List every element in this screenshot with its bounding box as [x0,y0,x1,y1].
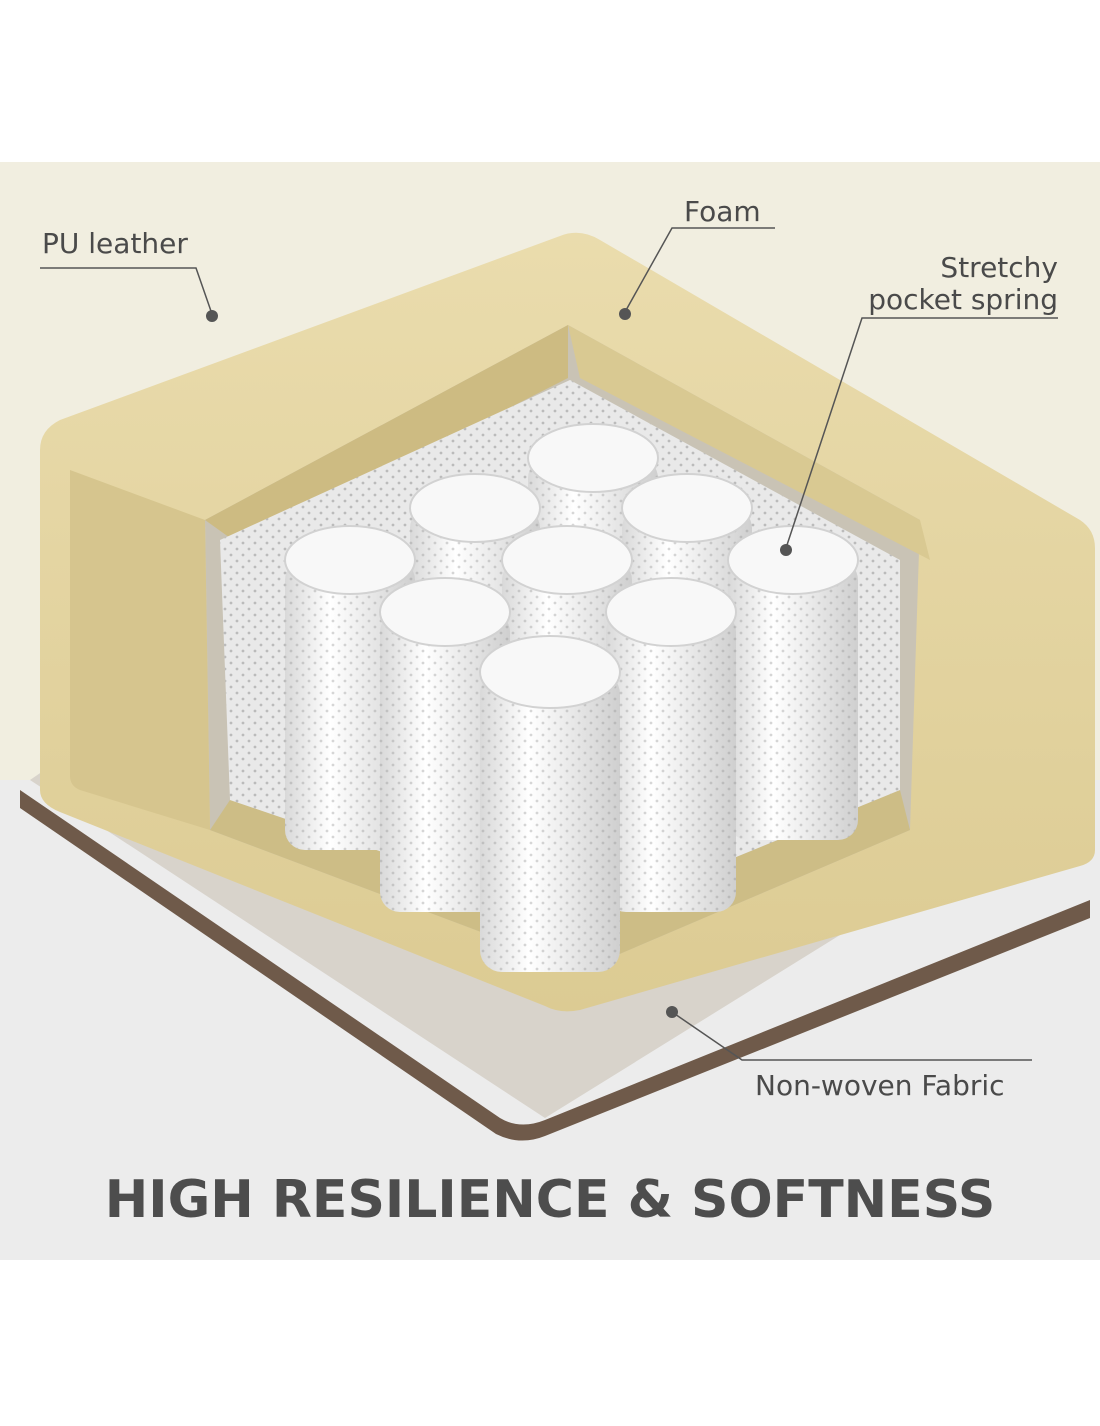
pointer-dot-icon [206,310,218,322]
callout-line-non-woven-fabric [671,1011,1032,1061]
label-pocket-spring: pocket spring [868,283,1058,316]
foam-inner-wall-left [70,470,210,830]
callout-line-pu-leather [40,267,213,315]
pocket-spring-group [284,423,859,972]
pointer-dot-icon [666,1006,678,1018]
label-pu-leather: PU leather [42,227,188,260]
pocket-spring [727,525,859,840]
callout-line-foam [624,227,775,313]
pocket-spring [479,635,621,972]
foam-inner-wall-back [205,325,568,545]
label-non-woven-fabric: Non-woven Fabric [755,1069,1005,1102]
foam-inner-wall-right [568,325,930,560]
label-foam: Foam [684,195,761,228]
pocket-spring [605,577,737,912]
label-stretchy: Stretchy [940,251,1058,284]
callout-line-stretchy-pocket-spring [785,317,1058,549]
pointer-dot-icon [619,308,631,320]
pocket-spring [379,577,511,912]
headline: HIGH RESILIENCE & SOFTNESS [104,1170,996,1230]
pointer-dot-icon [780,544,792,556]
